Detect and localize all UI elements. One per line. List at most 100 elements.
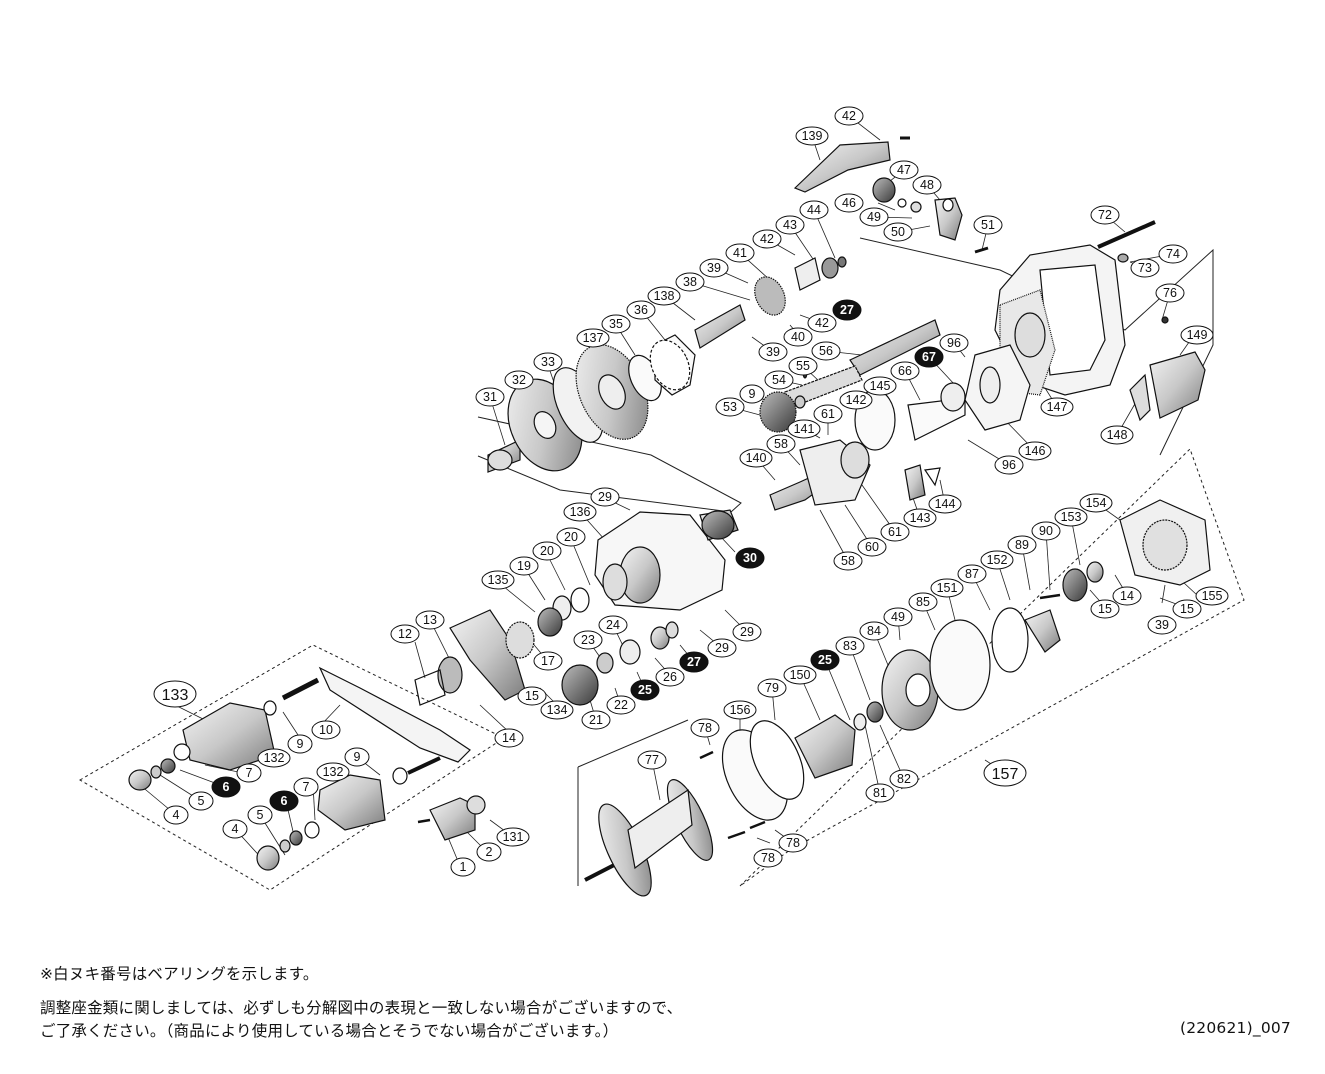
svg-text:150: 150 — [790, 668, 811, 682]
part-label-147: 147 — [1040, 397, 1074, 417]
svg-text:20: 20 — [540, 544, 554, 558]
part-label-13: 13 — [415, 610, 445, 630]
svg-text:46: 46 — [842, 196, 856, 210]
svg-text:50: 50 — [891, 225, 905, 239]
part-label-21: 21 — [581, 710, 611, 730]
part-label-90: 90 — [1031, 521, 1061, 541]
svg-text:9: 9 — [354, 750, 361, 764]
svg-text:15: 15 — [1180, 602, 1194, 616]
part-label-96: 96 — [994, 455, 1024, 475]
part-label-89: 89 — [1007, 535, 1037, 555]
part-label-151: 151 — [930, 578, 964, 598]
part-label-145: 145 — [863, 376, 897, 396]
part-label-96: 96 — [939, 333, 969, 353]
svg-text:21: 21 — [589, 713, 603, 727]
part-label-29: 29 — [707, 638, 737, 658]
svg-text:47: 47 — [897, 163, 911, 177]
part-label-136: 136 — [563, 502, 597, 522]
bearing-label-27: 27 — [679, 651, 709, 673]
part-label-24: 24 — [598, 615, 628, 635]
part-label-39: 39 — [699, 258, 729, 278]
part-labels-outlined: 1 2 4 4 5 5 7 7 9 9 9 10 12 13 14 14 15 … — [153, 106, 1229, 877]
part-label-58: 58 — [833, 551, 863, 571]
part-label-78: 78 — [778, 833, 808, 853]
part-label-40: 40 — [783, 327, 813, 347]
part-label-141: 141 — [787, 419, 821, 439]
part-label-39: 39 — [758, 342, 788, 362]
part-label-39: 39 — [1147, 615, 1177, 635]
part-label-1: 1 — [450, 857, 476, 877]
part-label-22: 22 — [606, 695, 636, 715]
frame-assembly — [793, 136, 1206, 431]
svg-text:6: 6 — [223, 780, 230, 794]
part-label-137: 137 — [576, 328, 610, 348]
bearing-label-27: 27 — [832, 299, 862, 321]
part-label-5: 5 — [188, 791, 214, 811]
part-label-78: 78 — [753, 848, 783, 868]
svg-text:60: 60 — [865, 540, 879, 554]
svg-text:4: 4 — [173, 808, 180, 822]
part-label-26: 26 — [655, 667, 685, 687]
svg-text:77: 77 — [645, 753, 659, 767]
part-label-58: 58 — [766, 434, 796, 454]
svg-text:67: 67 — [922, 350, 936, 364]
svg-text:39: 39 — [1155, 618, 1169, 632]
assembly-label-133: 133 — [153, 680, 197, 708]
svg-text:39: 39 — [707, 261, 721, 275]
bearing-note: ※白ヌキ番号はベアリングを示します。 — [40, 965, 319, 983]
svg-text:33: 33 — [541, 355, 555, 369]
part-label-5: 5 — [247, 805, 273, 825]
svg-text:89: 89 — [1015, 538, 1029, 552]
svg-text:29: 29 — [715, 641, 729, 655]
part-label-44: 44 — [799, 200, 829, 220]
svg-text:141: 141 — [794, 422, 815, 436]
part-label-48: 48 — [912, 175, 942, 195]
svg-text:139: 139 — [802, 129, 823, 143]
svg-text:140: 140 — [746, 451, 767, 465]
svg-text:73: 73 — [1138, 261, 1152, 275]
shim-note-line2: ご了承ください。（商品により使用している場合とそうでない場合がございます。） — [40, 1022, 619, 1040]
svg-text:35: 35 — [609, 317, 623, 331]
part-label-50: 50 — [883, 222, 913, 242]
svg-text:40: 40 — [791, 330, 805, 344]
part-label-78: 78 — [690, 718, 720, 738]
part-label-10: 10 — [311, 720, 341, 740]
bearing-label-25: 25 — [630, 679, 660, 701]
svg-text:30: 30 — [743, 551, 757, 565]
part-label-38: 38 — [675, 272, 705, 292]
part-label-73: 73 — [1130, 258, 1160, 278]
svg-text:78: 78 — [786, 836, 800, 850]
bearing-label-6: 6 — [211, 776, 241, 798]
part-label-150: 150 — [783, 665, 817, 685]
svg-text:132: 132 — [264, 751, 285, 765]
svg-text:138: 138 — [654, 289, 675, 303]
svg-text:156: 156 — [730, 703, 751, 717]
svg-text:149: 149 — [1187, 328, 1208, 342]
svg-text:76: 76 — [1163, 286, 1177, 300]
part-label-148: 148 — [1100, 425, 1134, 445]
part-label-2: 2 — [476, 842, 502, 862]
svg-text:85: 85 — [916, 595, 930, 609]
part-label-152: 152 — [980, 550, 1014, 570]
svg-text:96: 96 — [1002, 458, 1016, 472]
svg-text:53: 53 — [723, 400, 737, 414]
part-label-74: 74 — [1158, 244, 1188, 264]
svg-text:39: 39 — [766, 345, 780, 359]
part-label-61: 61 — [880, 522, 910, 542]
part-label-20: 20 — [556, 527, 586, 547]
part-label-9: 9 — [344, 747, 370, 767]
svg-text:7: 7 — [303, 780, 310, 794]
svg-text:61: 61 — [888, 525, 902, 539]
part-label-76: 76 — [1155, 283, 1185, 303]
svg-text:55: 55 — [796, 359, 810, 373]
part-label-53: 53 — [715, 397, 745, 417]
svg-text:26: 26 — [663, 670, 677, 684]
part-label-33: 33 — [533, 352, 563, 372]
part-label-87: 87 — [957, 564, 987, 584]
svg-text:9: 9 — [297, 737, 304, 751]
part-label-20: 20 — [532, 541, 562, 561]
svg-text:144: 144 — [935, 497, 956, 511]
svg-text:27: 27 — [687, 655, 701, 669]
part-label-4: 4 — [163, 805, 189, 825]
spool-and-sideplate — [584, 499, 1211, 897]
